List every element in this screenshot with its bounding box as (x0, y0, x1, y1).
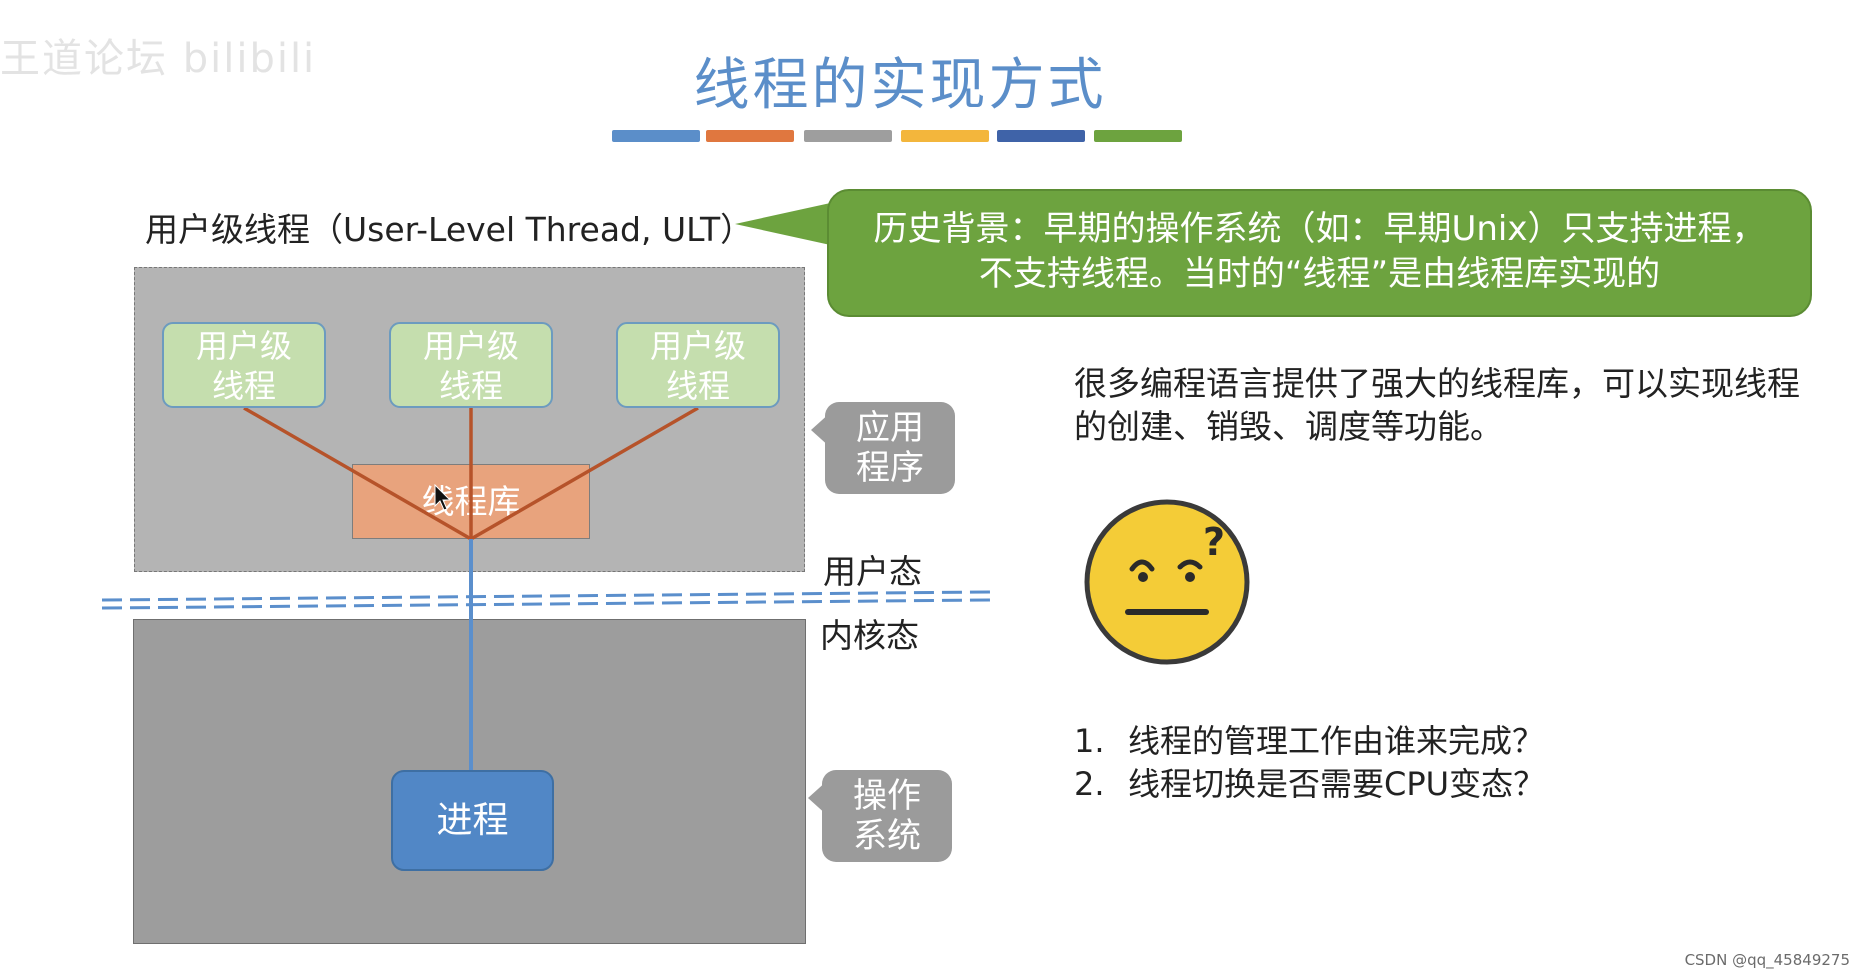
application-tag: 应用 程序 (825, 402, 955, 494)
question-text: 线程的管理工作由谁来完成？ (1128, 722, 1545, 760)
callout-line-1: 历史背景：早期的操作系统（如：早期Unix）只支持进程， (873, 209, 1766, 249)
user-thread-label: 线程 (438, 367, 503, 405)
user-thread-box-2: 用户级 线程 (389, 322, 553, 408)
user-mode-label: 用户态 (823, 552, 922, 591)
title-bar-navy (997, 130, 1085, 142)
question-item-1: 1. 线程的管理工作由谁来完成？ (1074, 716, 1544, 762)
title-bar-blue (612, 130, 700, 142)
csdn-credit: CSDN @qq_45849275 (1684, 951, 1850, 969)
user-thread-label: 用户级 (649, 327, 746, 365)
callout-line-2: 不支持线程。当时的“线程”是由线程库实现的 (978, 254, 1661, 294)
os-tag-line: 操作 (853, 776, 921, 816)
os-tag: 操作 系统 (822, 770, 952, 862)
divider-line-top (101, 590, 991, 602)
process-box: 进程 (391, 770, 554, 871)
question-number: 2. (1074, 765, 1105, 803)
slide-title: 线程的实现方式 (693, 53, 1107, 118)
question-text: 线程切换是否需要CPU变态？ (1128, 765, 1546, 803)
divider-line-bottom (101, 598, 991, 610)
question-number: 1. (1074, 722, 1105, 760)
user-thread-label: 线程 (665, 367, 730, 405)
title-bar-green (1094, 130, 1182, 142)
question-item-2: 2. 线程切换是否需要CPU变态？ (1074, 759, 1545, 805)
kernel-mode-label: 内核态 (820, 616, 919, 655)
history-callout: 历史背景：早期的操作系统（如：早期Unix）只支持进程， 不支持线程。当时的“线… (827, 189, 1812, 317)
title-bar-gray (804, 130, 892, 142)
ult-label: 用户级线程（User-Level Thread, ULT） (145, 210, 754, 249)
watermark-text: 王道论坛 bilibili (0, 36, 317, 82)
application-tag-line: 程序 (856, 448, 924, 488)
user-thread-box-1: 用户级 线程 (162, 322, 326, 408)
mouse-cursor-icon (434, 484, 452, 511)
user-thread-box-3: 用户级 线程 (616, 322, 780, 408)
library-description: 很多编程语言提供了强大的线程库，可以实现线程的创建、销毁、调度等功能。 (1074, 364, 1800, 446)
user-thread-label: 用户级 (195, 327, 292, 365)
user-thread-label: 线程 (211, 367, 276, 405)
application-tag-line: 应用 (856, 408, 924, 448)
user-thread-label: 用户级 (422, 327, 519, 365)
callout-tail (735, 202, 835, 246)
svg-text:?: ? (1203, 520, 1225, 564)
title-bar-orange (706, 130, 794, 142)
title-bar-yellow (901, 130, 989, 142)
os-tag-line: 系统 (853, 816, 921, 856)
confused-face-icon: ? (1084, 499, 1250, 665)
thread-library-box: 线程库 (352, 464, 590, 539)
